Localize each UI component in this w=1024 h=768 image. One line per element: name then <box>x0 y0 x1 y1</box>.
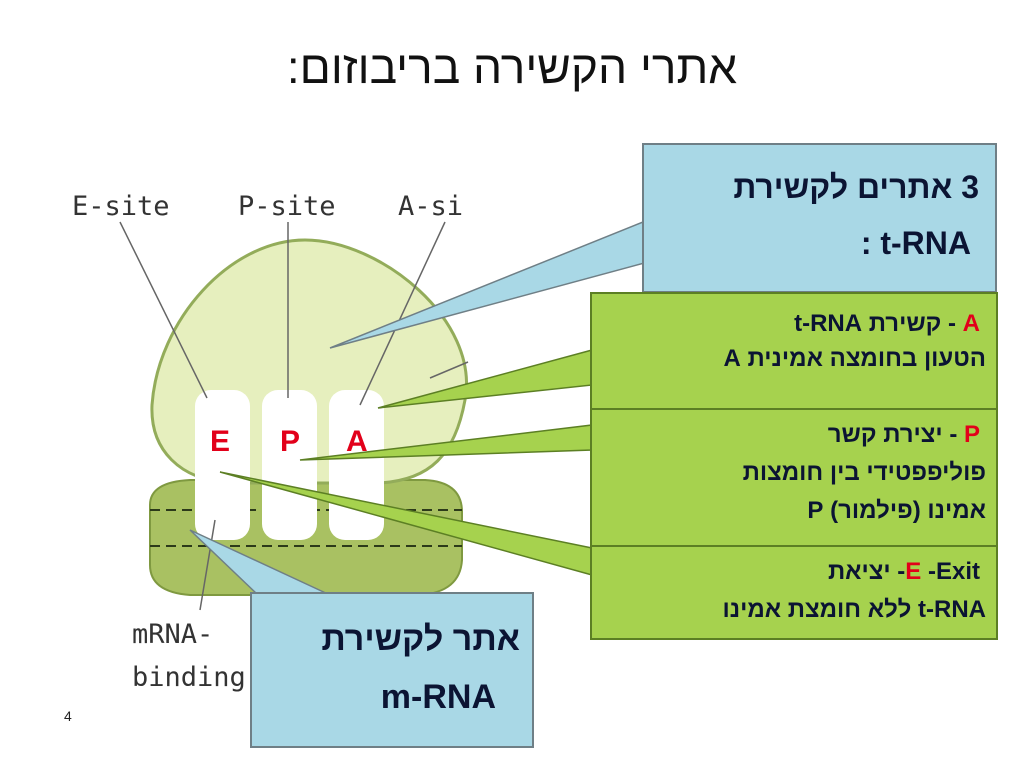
e-site-label: E-site <box>72 191 170 222</box>
e-letter: E <box>210 425 230 458</box>
mrna-site-line1: אתר לקשירת <box>321 620 520 658</box>
mrna-label-line2: binding <box>132 662 246 693</box>
a-site-letter: A <box>962 310 980 337</box>
a-letter: A <box>346 425 368 458</box>
three-sites-callout: 3 אתרים לקשירת t-RNA : <box>642 143 997 293</box>
e-site-line1: -Exit- יציאת <box>827 558 980 585</box>
p-site-letter: P <box>963 421 980 448</box>
p-site-label: P-site <box>238 191 336 222</box>
a-slot <box>329 390 384 540</box>
e-site-callout: E -Exit- יציאת t-RNA ללא חומצת אמינו <box>590 545 998 640</box>
p-site-line3: אמינו (פילמור) P <box>807 497 986 524</box>
trna-slots <box>195 390 384 540</box>
p-site-line1: - יצירת קשר <box>827 421 964 448</box>
a-site-callout: A - קשירת t-RNA הטעון בחומצה אמינית A <box>590 292 998 410</box>
e-site-line2: t-RNA ללא חומצת אמינו <box>722 596 986 623</box>
p-site-line2: פוליפפטידי בין חומצות <box>742 459 986 486</box>
p-site-callout: P - יצירת קשר פוליפפטידי בין חומצות אמינ… <box>590 408 998 549</box>
a-site-label: A-si <box>398 191 463 222</box>
mrna-site-line2: m-RNA <box>380 678 496 716</box>
slide-number: 4 <box>64 708 72 724</box>
mrna-site-callout: אתר לקשירת m-RNA <box>250 592 534 748</box>
p-slot <box>262 390 317 540</box>
a-site-line2: הטעון בחומצה אמינית A <box>723 345 986 372</box>
e-slot <box>195 390 250 540</box>
a-site-line1: - קשירת t-RNA <box>794 310 963 337</box>
mrna-label-line1: mRNA- <box>132 619 213 650</box>
three-sites-line2: t-RNA : <box>860 225 971 261</box>
three-sites-line1: 3 אתרים לקשירת <box>733 169 979 205</box>
p-letter: P <box>280 425 300 458</box>
slide-title: אתרי הקשירה בריבוזום: <box>286 41 738 93</box>
e-site-letter: E <box>905 558 922 585</box>
